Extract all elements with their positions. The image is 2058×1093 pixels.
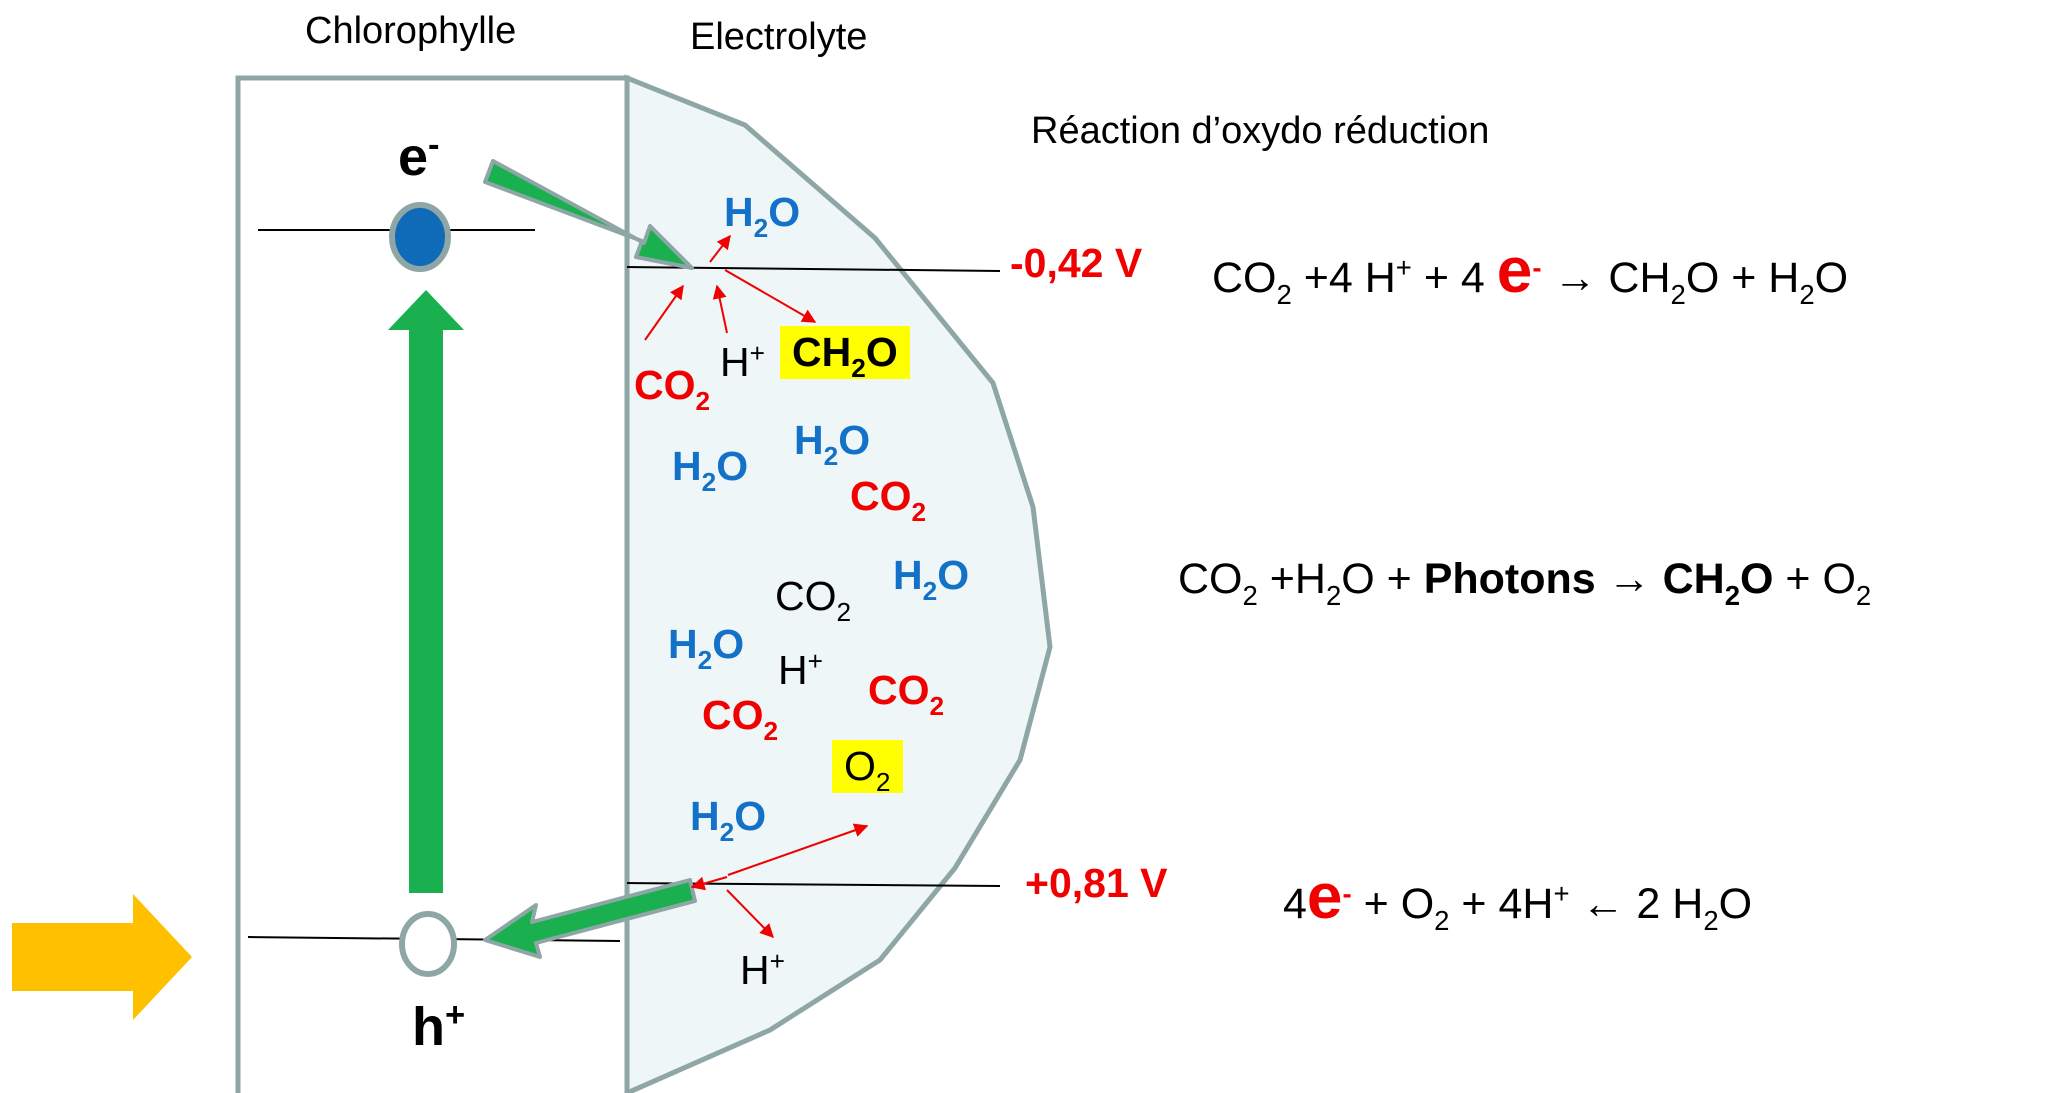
potential-top: -0,42 V xyxy=(1010,240,1143,286)
molecule-h2o: H2O xyxy=(794,417,871,472)
molecule-h2o: H2O xyxy=(724,189,801,244)
potential-bottom: +0,81 V xyxy=(1025,860,1168,906)
hole-letter: h xyxy=(412,997,445,1057)
electrolyte-label: Electrolyte xyxy=(690,16,868,58)
molecule-h2o: H2O xyxy=(893,552,970,607)
molecule-hplus: H+ xyxy=(778,645,823,693)
electron-letter: e xyxy=(398,127,429,187)
red-arrow-ch2o-out xyxy=(724,269,817,323)
molecule-ch2o-product: CH2O xyxy=(780,326,910,381)
molecule-h2o: H2O xyxy=(672,443,749,498)
equation-reduction: CO2 +4 H+ + 4 e- → CH2O + H2O xyxy=(1212,234,1849,310)
molecule-co2: CO2 xyxy=(850,473,927,528)
red-arrow-co2-in xyxy=(644,284,684,341)
red-arrow-to-water xyxy=(690,876,728,891)
chlorophyll-label: Chlorophylle xyxy=(305,10,517,52)
electron-dot xyxy=(389,202,451,272)
molecule-h2o: H2O xyxy=(668,621,745,676)
equation-global: CO2 +H2O + Photons → CH2O + O2 xyxy=(1178,555,1872,611)
electrolyte-region xyxy=(624,74,1053,1093)
hole-label: h+ xyxy=(412,997,465,1057)
electron-transfer-arrow xyxy=(483,159,694,270)
equation-oxidation: 4e- + O2 + 4H+ ← 2 H2O xyxy=(1283,860,1753,936)
molecule-co2-black: CO2 xyxy=(775,573,852,628)
electron-label: e- xyxy=(398,127,440,187)
molecule-hplus: H+ xyxy=(740,945,785,993)
reaction-title: Réaction d’oxydo réduction xyxy=(1031,110,1490,152)
chlorophyll-box xyxy=(235,75,630,1093)
red-arrow-h2o-out xyxy=(709,234,731,263)
molecule-o2-product: O2 xyxy=(832,740,903,795)
light-arrow xyxy=(12,894,192,1020)
molecule-hplus: H+ xyxy=(720,337,765,385)
hole-charge: + xyxy=(445,996,466,1034)
molecule-co2: CO2 xyxy=(868,667,945,722)
molecule-h2o: H2O xyxy=(690,793,767,848)
hole-dot xyxy=(399,911,457,977)
red-arrow-to-hplus xyxy=(726,889,774,939)
molecule-co2: CO2 xyxy=(702,692,779,747)
molecule-co2: CO2 xyxy=(634,362,711,417)
red-arrow-to-o2 xyxy=(727,823,869,876)
red-arrow-hplus-in xyxy=(712,284,728,334)
excitation-arrow xyxy=(388,290,464,893)
hole-filling-arrow xyxy=(483,878,697,959)
electron-charge: - xyxy=(428,126,440,164)
